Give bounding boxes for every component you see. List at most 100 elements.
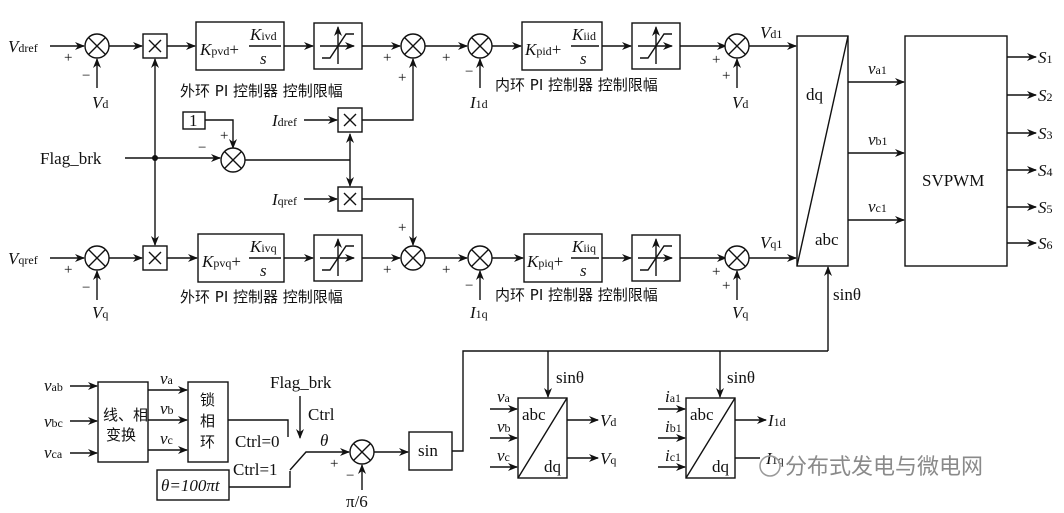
limiter-block <box>314 23 362 69</box>
svg-text:S4: S4 <box>1038 161 1053 180</box>
svg-text:外环 PI 控制器 控制限幅: 外环 PI 控制器 控制限幅 <box>180 288 343 306</box>
svg-text:+: + <box>64 262 72 278</box>
svg-text:ic1: ic1 <box>665 446 681 465</box>
sin-block <box>408 431 453 471</box>
svg-text:变换: 变换 <box>106 426 136 444</box>
limiter-block <box>314 235 362 281</box>
multiplier <box>337 186 363 212</box>
q-axis-row: Vqref + − Vq Kpvq+ Kivq s + + − I1q Kpiq… <box>8 233 797 322</box>
svg-text:内环 PI 控制器 控制限幅: 内环 PI 控制器 控制限幅 <box>495 286 658 304</box>
svg-text:dq: dq <box>712 457 730 476</box>
svg-text:s: s <box>580 49 587 68</box>
summing-junction <box>724 33 750 59</box>
svg-text:相: 相 <box>200 412 215 430</box>
minus-sign: − <box>82 68 90 84</box>
svg-text:锁: 锁 <box>200 391 215 409</box>
svg-text:Ctrl: Ctrl <box>308 405 335 424</box>
svg-text:Vq: Vq <box>92 303 108 322</box>
svg-text:vb: vb <box>497 417 511 436</box>
svg-text:θ=100πt: θ=100πt <box>161 476 221 495</box>
svg-text:vb: vb <box>160 399 174 418</box>
summing-junction <box>400 33 426 59</box>
svg-text:Vqref: Vqref <box>8 249 38 268</box>
output-stage: dq abc va1 vb1 vc1 SVPWM S1 S2 S3 S4 S5 … <box>796 35 1053 351</box>
svg-text:vca: vca <box>44 443 63 462</box>
svg-text:θ: θ <box>320 431 328 450</box>
svg-text:sinθ: sinθ <box>556 368 584 387</box>
summing-junction <box>84 33 110 59</box>
svg-text:S3: S3 <box>1038 124 1053 143</box>
svg-text:+: + <box>722 68 730 84</box>
svg-text:Vq1: Vq1 <box>760 233 782 252</box>
svg-text:−: − <box>465 278 473 294</box>
pll-block <box>187 381 229 463</box>
wechat-icon <box>759 455 781 477</box>
summing-junction <box>349 439 375 465</box>
svg-text:S6: S6 <box>1038 234 1053 253</box>
pll-section: sinθ sinθ vab vbc vca 线、相 变换 va vb vc 锁 … <box>44 350 828 511</box>
svg-text:−: − <box>198 140 206 156</box>
svg-text:Vd1: Vd1 <box>760 23 782 42</box>
outer-pi-label: 外环 PI 控制器 控制限幅 <box>180 82 343 100</box>
svg-text:Vd: Vd <box>732 93 748 112</box>
flag-brk-label: Flag_brk <box>40 149 102 168</box>
svg-text:+: + <box>398 220 406 236</box>
svg-text:Kpvq+: Kpvq+ <box>201 252 241 271</box>
svg-text:Iqref: Iqref <box>271 190 297 209</box>
svg-text:vc1: vc1 <box>868 197 887 216</box>
svg-text:abc: abc <box>522 405 546 424</box>
svg-text:π/6: π/6 <box>346 492 368 511</box>
svg-text:S5: S5 <box>1038 198 1053 217</box>
svg-text:Flag_brk: Flag_brk <box>270 373 332 392</box>
brake-logic: Flag_brk − 1 + Idref Iqref + <box>40 58 417 246</box>
svg-text:环: 环 <box>200 433 215 451</box>
svg-text:abc: abc <box>815 230 839 249</box>
svg-text:S1: S1 <box>1038 48 1053 67</box>
svg-text:Kivd: Kivd <box>249 25 277 44</box>
svg-text:Vd: Vd <box>600 411 616 430</box>
svg-text:sinθ: sinθ <box>727 368 755 387</box>
svg-text:s: s <box>580 261 587 280</box>
svg-text:dq: dq <box>544 457 562 476</box>
svpwm-block <box>904 35 1008 267</box>
svg-text:Kivq: Kivq <box>249 237 277 256</box>
d-axis-row: Vdref + − Vd Kpvd+ Kivd s + + + − I1d Kp… <box>8 21 797 112</box>
svg-text:+: + <box>383 262 391 278</box>
summing-junction <box>467 245 493 271</box>
watermark: 分布式发电与微电网 <box>759 455 983 480</box>
svg-text:Vq: Vq <box>600 449 616 468</box>
vd-label: Vd <box>92 93 108 112</box>
plus-sign: + <box>64 50 72 66</box>
multiplier <box>142 33 168 59</box>
svg-text:分布式发电与微电网: 分布式发电与微电网 <box>785 455 983 480</box>
svg-text:sinθ: sinθ <box>833 285 861 304</box>
svg-text:ib1: ib1 <box>665 417 682 436</box>
svg-text:va: va <box>497 387 511 406</box>
svg-text:Vq: Vq <box>732 303 748 322</box>
summing-junction <box>400 245 426 271</box>
svg-text:+: + <box>383 50 391 66</box>
svg-text:ia1: ia1 <box>665 387 681 406</box>
svg-text:va1: va1 <box>868 59 887 78</box>
svg-text:SVPWM: SVPWM <box>922 171 984 190</box>
svg-text:Idref: Idref <box>271 111 297 130</box>
svg-text:I1q: I1q <box>469 303 488 322</box>
multiplier <box>337 107 363 133</box>
svg-text:vab: vab <box>44 376 63 395</box>
line-to-phase-block <box>97 381 149 463</box>
summing-junction <box>220 147 246 173</box>
theta-100pit-block <box>156 469 230 501</box>
summing-junction <box>724 245 750 271</box>
svg-text:+: + <box>220 128 228 144</box>
svg-text:Ctrl=0: Ctrl=0 <box>235 432 280 451</box>
vdref-label: Vdref <box>8 37 38 56</box>
svg-text:−: − <box>346 468 354 484</box>
svg-text:S2: S2 <box>1038 86 1053 105</box>
svg-text:Kiid: Kiid <box>571 25 596 44</box>
svg-text:+: + <box>330 456 338 472</box>
svg-text:线、相: 线、相 <box>103 406 148 424</box>
svg-text:vb1: vb1 <box>868 130 888 149</box>
svg-text:s: s <box>260 49 267 68</box>
svg-text:vc: vc <box>497 446 510 465</box>
